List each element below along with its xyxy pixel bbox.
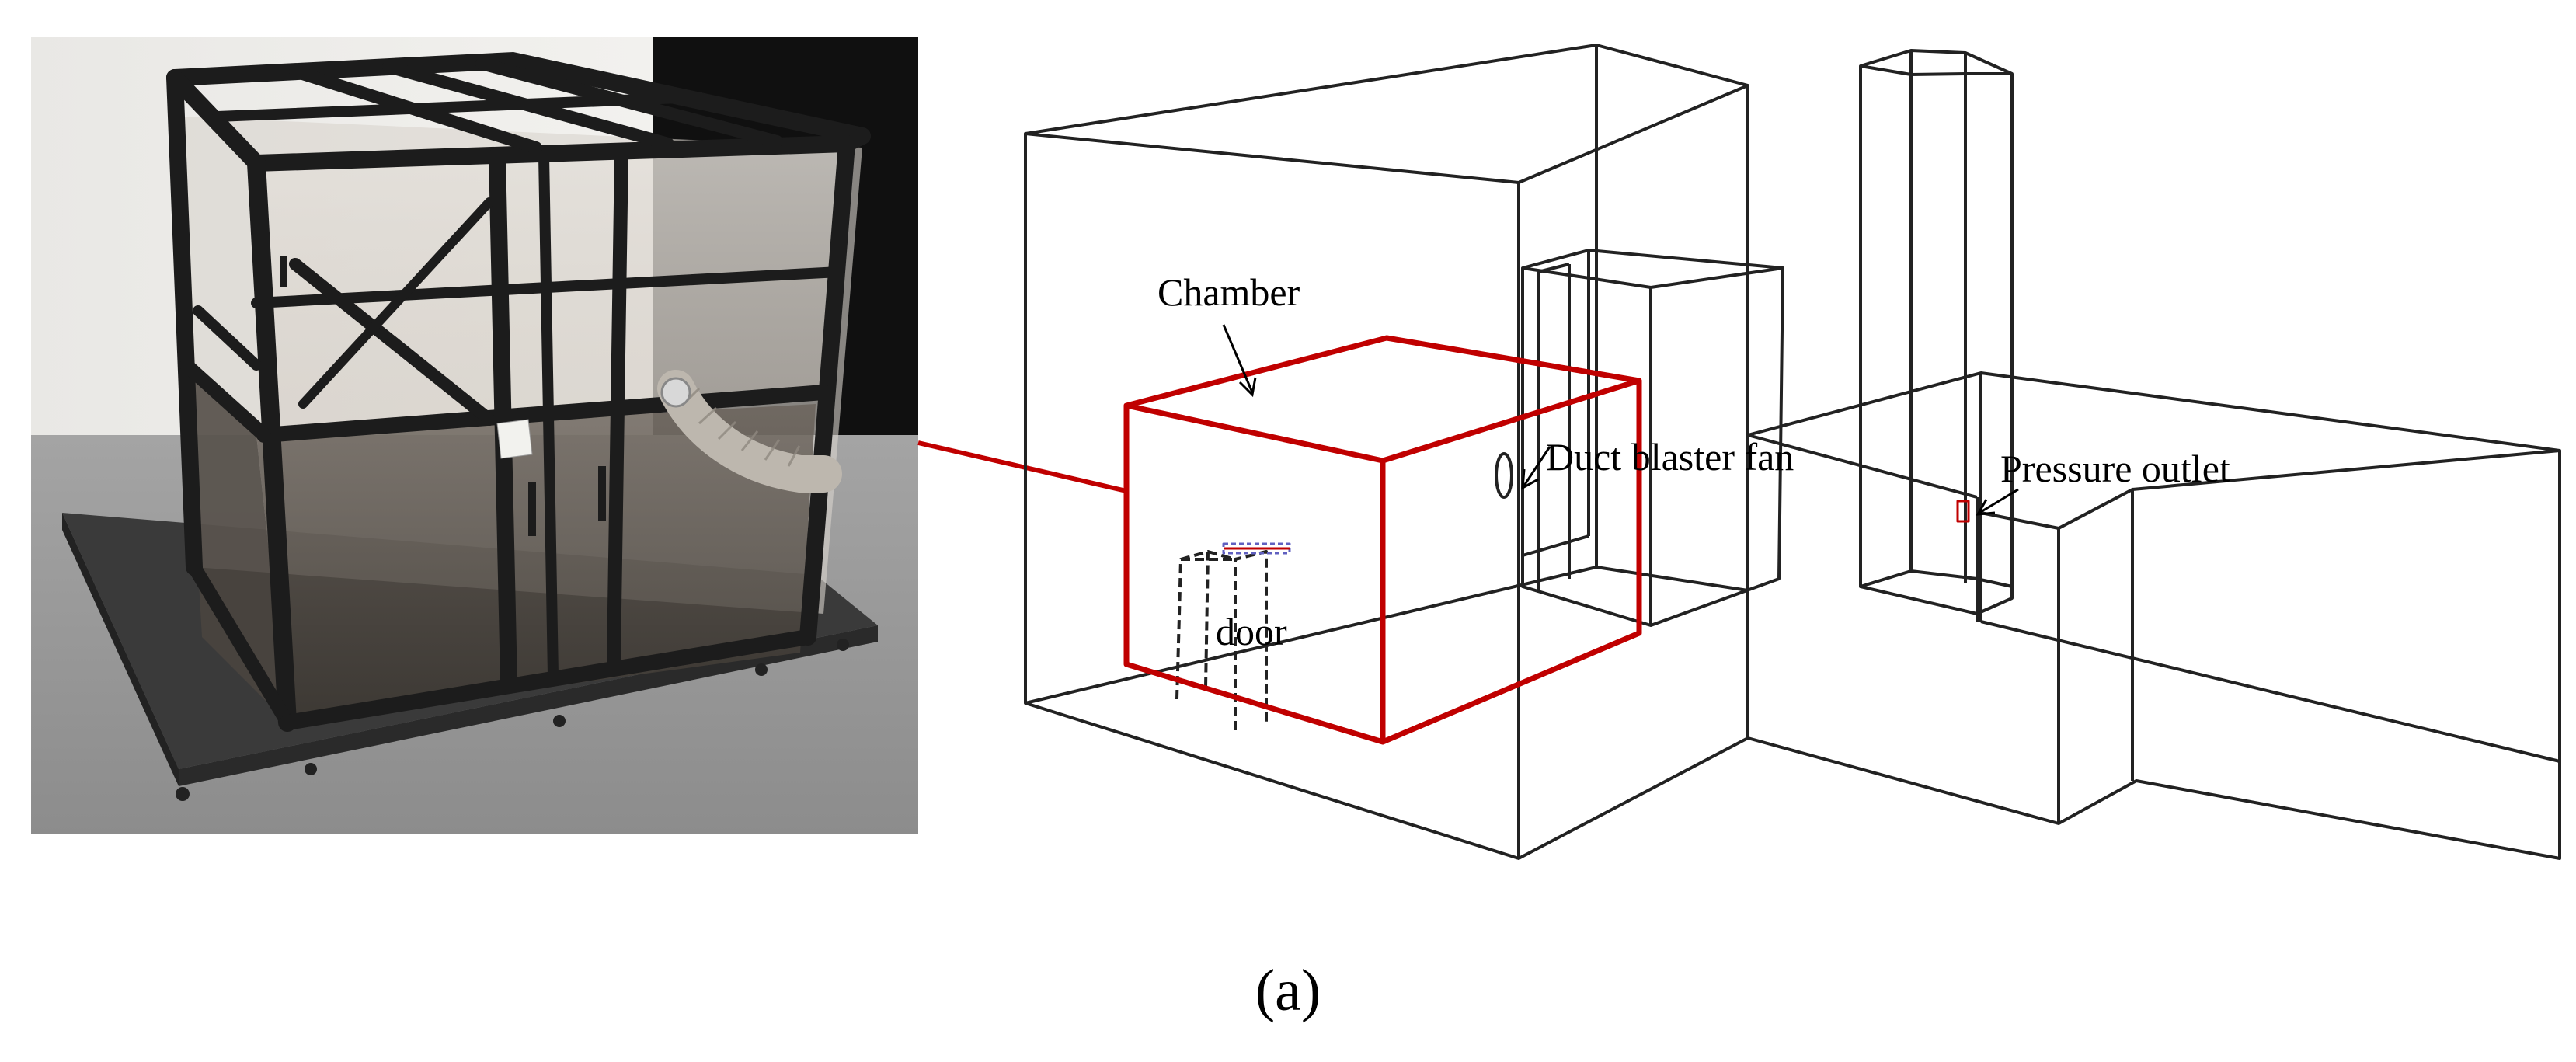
wireframe-diagram <box>1024 44 2561 860</box>
connector-line <box>917 440 1127 493</box>
chamber-photo <box>31 37 918 834</box>
label-chamber: Chamber <box>1157 270 1300 314</box>
duct-fan-icon <box>1495 452 1513 499</box>
chamber-highlight <box>1123 335 1642 745</box>
right-wing-box <box>1746 371 2561 860</box>
vertical-shaft <box>1859 49 2014 615</box>
figure-caption: (a) <box>1255 958 1321 1023</box>
label-pressure-outlet: Pressure outlet <box>2000 447 2230 490</box>
annotation-arrows <box>1222 324 2019 516</box>
label-duct-fan: Duct blaster fan <box>1546 435 1794 479</box>
label-door: door <box>1216 610 1287 653</box>
duct-box <box>1521 249 1784 627</box>
pressure-outlet-icon <box>1956 500 1970 523</box>
door-outline <box>1175 550 1268 730</box>
